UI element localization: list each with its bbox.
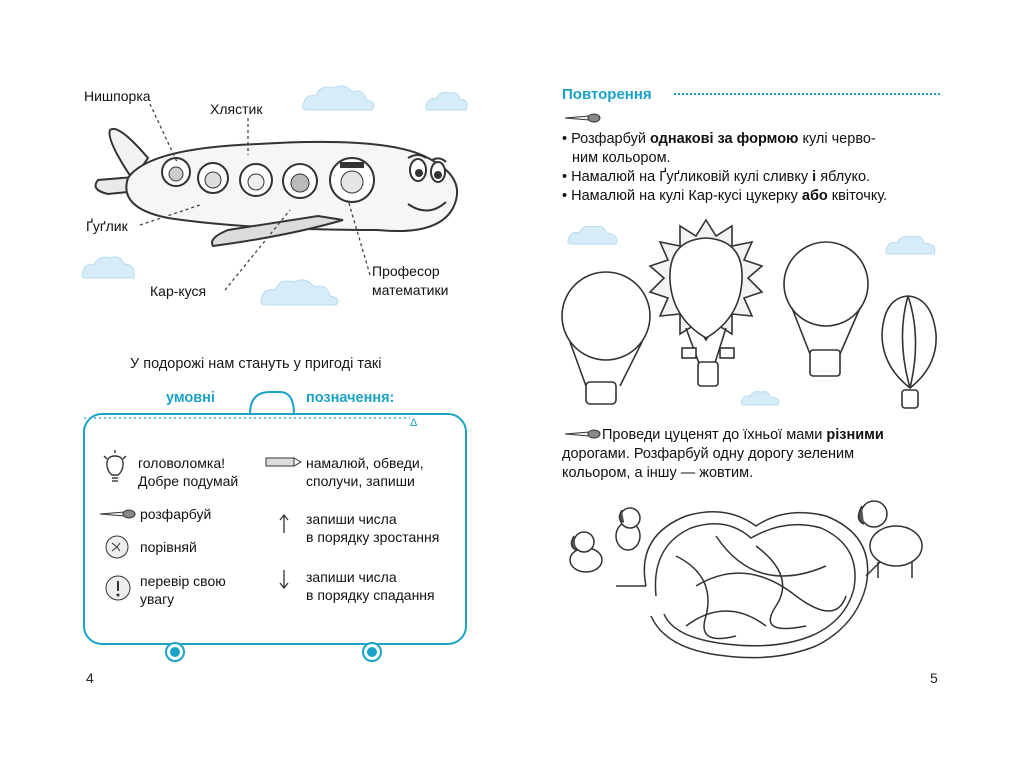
- cloud-icon: [740, 391, 780, 406]
- brush-icon: [99, 509, 136, 519]
- bullet-1: • Розфарбуй однакові за формою кулі черв…: [562, 131, 876, 147]
- legend-color: розфарбуй: [140, 506, 212, 522]
- suitcase-title-right: позначення:: [306, 390, 395, 406]
- page-number-left: 4: [86, 670, 94, 686]
- legend-draw: намалюй, обведи, сполучи, запиши: [306, 455, 424, 489]
- cloud-icon: [81, 256, 135, 279]
- maze-instructions: Проведи цуценят до їхньої мами різними д…: [562, 427, 884, 481]
- arrow-down-icon: [279, 570, 289, 590]
- bullet-list: • Розфарбуй однакові за формою кулі черв…: [562, 130, 944, 206]
- bullet-2: • Намалюй на Ґуґликовій кулі сливку і яб…: [562, 169, 871, 185]
- legend-compare: порівняй: [140, 539, 197, 555]
- label-gugluk: Ґуґлик: [86, 218, 128, 234]
- page-number-right: 5: [930, 670, 938, 686]
- airplane-illustration: [94, 127, 458, 248]
- label-profesor-2: математики: [372, 282, 449, 298]
- maze-illustration: [569, 500, 923, 659]
- legend-ascending: запиши числа в порядку зростання: [306, 511, 440, 545]
- legend-descending: запиши числа в порядку спадання: [306, 569, 435, 603]
- label-nyshporka: Нишпорка: [84, 88, 151, 104]
- brush-icon: [564, 429, 601, 439]
- section-title: Повторення: [562, 86, 652, 103]
- balloons-illustration: [561, 218, 937, 409]
- brush-icon: [564, 113, 601, 123]
- suitcase-title-left: умовні: [166, 390, 215, 406]
- attention-icon: [105, 575, 131, 601]
- svg-text:Δ: Δ: [410, 417, 418, 429]
- pencil-icon: [265, 457, 303, 467]
- legend-check: перевір свою увагу: [140, 573, 226, 607]
- cloud-icon: [302, 85, 375, 111]
- intro-text: У подорожі нам стануть у пригоді такі: [130, 356, 382, 372]
- arrow-up-icon: [279, 513, 289, 533]
- cloud-icon: [885, 235, 936, 255]
- label-karkusia: Кар-куся: [150, 283, 207, 299]
- cloud-icon: [567, 225, 618, 245]
- suitcase-frame: Δ: [83, 391, 467, 662]
- bullet-3: • Намалюй на кулі Кар-кусі цукерку або к…: [562, 188, 888, 204]
- label-profesor-1: Професор: [372, 263, 440, 279]
- label-khlastyk: Хлястик: [210, 101, 263, 117]
- legend-puzzle: головоломка! Добре подумай: [138, 455, 239, 489]
- lightbulb-icon: [103, 450, 127, 482]
- title-rule: [674, 93, 940, 95]
- cloud-icon: [425, 91, 468, 111]
- cloud-icon: [260, 279, 339, 306]
- compare-icon: [105, 535, 129, 559]
